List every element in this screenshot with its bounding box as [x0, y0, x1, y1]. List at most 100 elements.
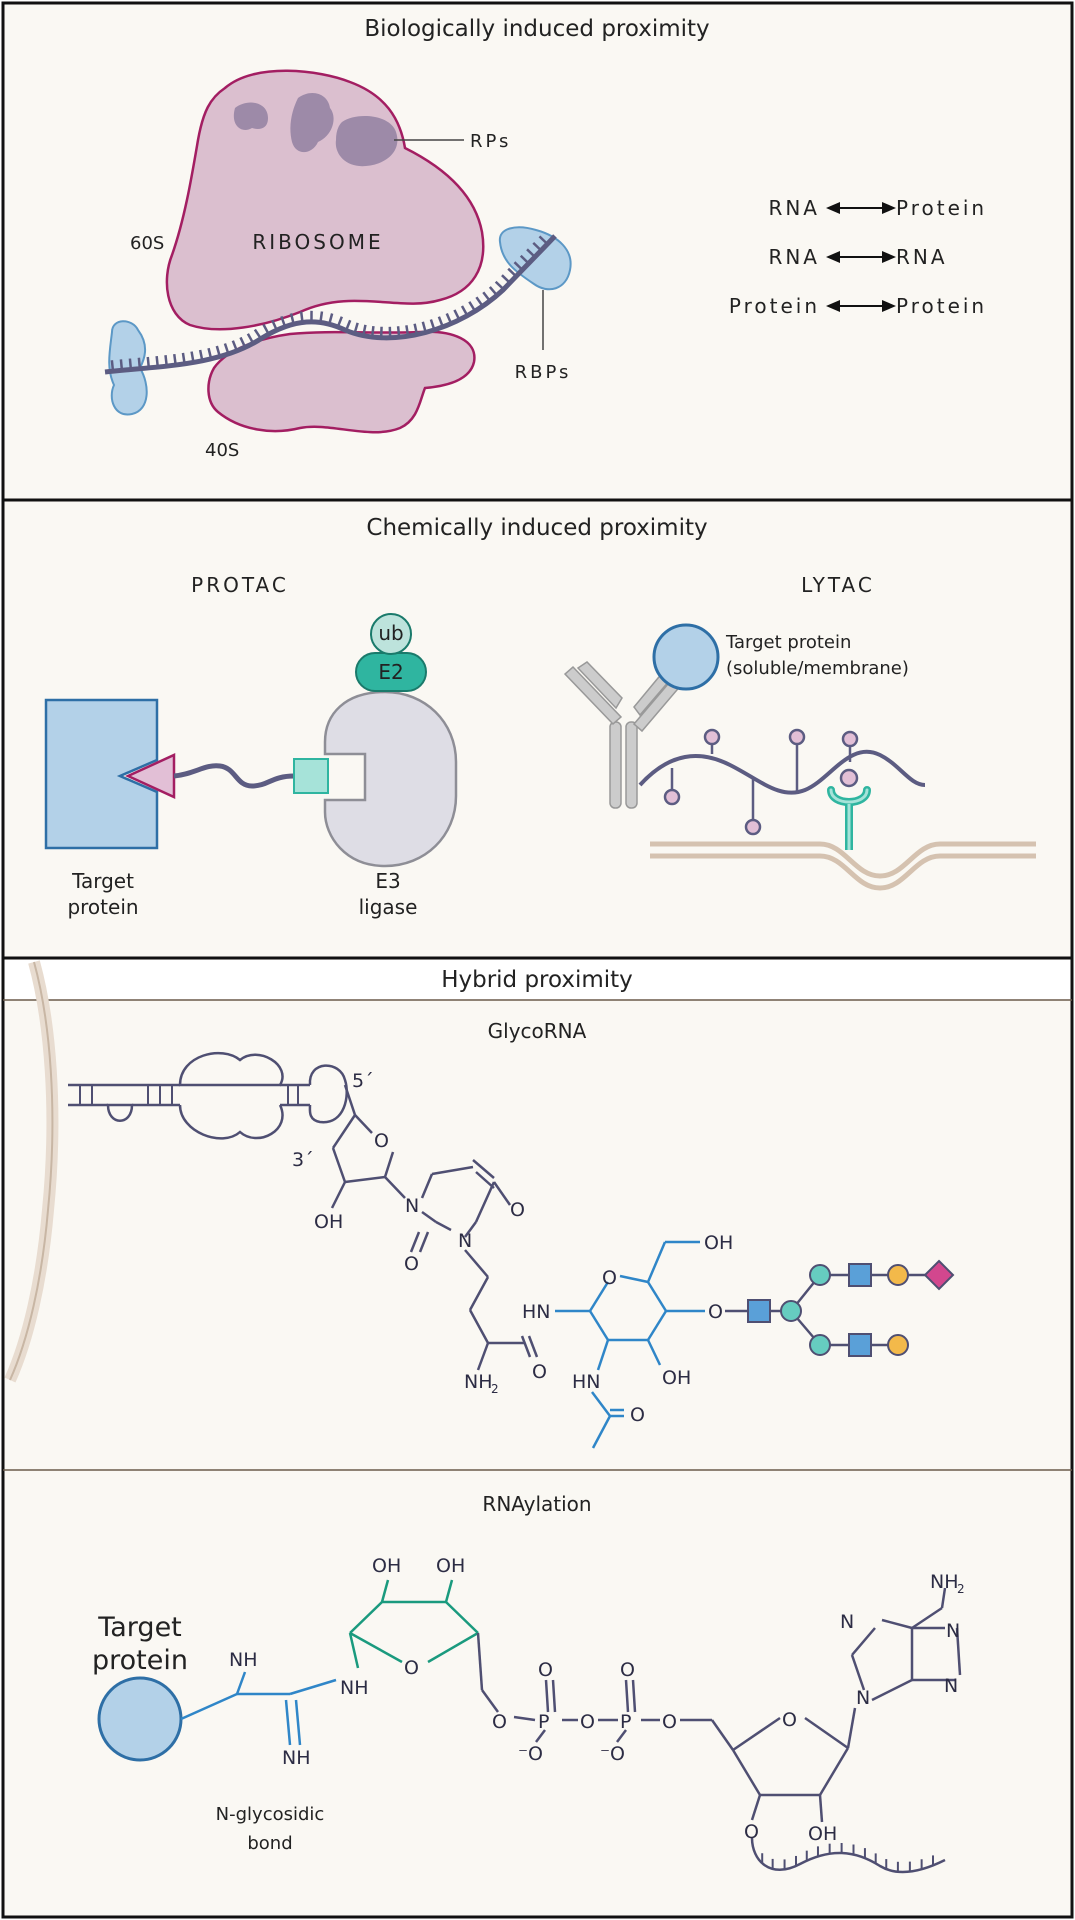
rnaylation-section: RNAylation Target protein N-glycosidic b…	[92, 1492, 965, 1874]
mrna-bases	[110, 235, 549, 372]
protac-linker	[173, 763, 295, 789]
rna-base-tick	[396, 326, 401, 338]
rna-base-tick	[215, 345, 222, 357]
rna-base-tick	[164, 355, 168, 367]
three-prime-label: 3´	[292, 1149, 314, 1171]
rna-base-tick	[246, 333, 255, 344]
interaction-3-left: Protein	[729, 294, 820, 318]
protac-heading: PROTAC	[191, 573, 289, 597]
rnay-nh2: NH	[930, 1571, 959, 1593]
rna-base-tick	[519, 254, 530, 265]
rna-hairpin-basepairs	[79, 1085, 299, 1105]
rnay-ribose-o: O	[782, 1709, 797, 1731]
rnay-n1: N	[946, 1620, 960, 1642]
rnay-ring-o: O	[404, 1657, 419, 1679]
rna-base-tick	[336, 316, 343, 328]
e3-ligase-shape	[323, 690, 458, 868]
rna-base-tick	[460, 305, 469, 317]
rna-base-tick	[155, 355, 160, 368]
rp-blob-3	[335, 116, 398, 167]
rna-base-tick	[453, 309, 461, 321]
rna-base-tick	[239, 336, 247, 348]
rna-base-tick	[146, 356, 151, 369]
label-40s: 40S	[205, 440, 239, 461]
rbps-label: RBPs	[515, 362, 572, 383]
rna-base-tick	[370, 325, 375, 338]
glycan-gal-upper	[887, 1264, 909, 1286]
glycan-glcnac-upper	[848, 1263, 872, 1287]
interaction-2-right: RNA	[896, 245, 948, 269]
glyco-hn-link: HN	[522, 1301, 551, 1323]
rna-base-tick	[289, 313, 295, 325]
rp-blob-1	[233, 102, 268, 130]
panel-hybrid: Hybrid proximity	[4, 960, 633, 1383]
glyco-nh2-subscript: 2	[491, 1382, 499, 1396]
interaction-3-right: Protein	[896, 294, 987, 318]
lytac-target-line2: (soluble/membrane)	[726, 658, 909, 679]
biological-title: Biologically induced proximity	[364, 16, 709, 42]
glycan-chain	[725, 1259, 955, 1357]
interaction-2-left: RNA	[768, 245, 820, 269]
rnaylation-title: RNAylation	[482, 1492, 591, 1516]
rna-base-tick	[271, 319, 278, 331]
rna-base-tick	[353, 322, 359, 334]
ub-label: ub	[378, 621, 403, 645]
glyco-glc-ring-o: O	[602, 1267, 617, 1289]
glycan-glcnac-1	[747, 1299, 771, 1323]
rna-base-tick	[110, 360, 115, 372]
glycan-gal-lower	[887, 1334, 909, 1356]
lytac-target-line1: Target protein	[725, 632, 851, 653]
protac-target-label-line1: Target	[71, 869, 134, 893]
rna-base-tick	[475, 296, 484, 307]
rnaylation-ribose-green	[348, 1579, 479, 1669]
rna-base-tick	[119, 359, 124, 371]
rnay-nh-top: NH	[229, 1649, 258, 1671]
glycorna-structure-blue	[555, 1240, 705, 1449]
rnay-n9: N	[856, 1687, 870, 1709]
rnay-oh-two: OH	[808, 1823, 837, 1845]
rna-base-tick	[468, 301, 477, 312]
rna-base-tick	[280, 315, 287, 328]
five-prime-label: 5´	[352, 1070, 374, 1092]
rna-base-tick	[532, 241, 543, 252]
glycan-man-upper	[809, 1264, 831, 1286]
rnay-o-link2: O	[662, 1711, 677, 1733]
rna-base-tick	[253, 328, 262, 340]
glycorna-section: GlycoRNA 5´ 3´	[68, 1019, 955, 1449]
cell-membrane	[650, 841, 1036, 891]
rnay-p2: P	[620, 1711, 631, 1733]
rnaylation-rna-bases	[761, 1842, 934, 1872]
glyco-n1: N	[405, 1195, 419, 1217]
rnaylation-linker-blue	[180, 1671, 337, 1746]
rnay-o-eq1: O	[538, 1659, 553, 1681]
glyco-nh2: NH	[464, 1371, 493, 1393]
bond-label-line1: N-glycosidic	[216, 1804, 325, 1825]
lytac-target-protein	[652, 623, 720, 691]
glyco-o-top: O	[510, 1199, 525, 1221]
m6pr-receptor	[827, 768, 871, 850]
ribosome-60s-subunit	[165, 69, 485, 331]
rnaylation-target-line2: protein	[92, 1645, 188, 1676]
rna-base-tick	[137, 357, 142, 369]
e2-label: E2	[378, 660, 403, 684]
glyco-oh-sugar: OH	[314, 1211, 343, 1233]
rna-base-tick	[526, 248, 536, 258]
rna-base-tick	[405, 325, 410, 337]
rna-base-tick	[173, 353, 177, 366]
panel-chemical: Chemically induced proximity PROTAC E2 u…	[44, 515, 1036, 919]
glyco-n3: N	[458, 1230, 472, 1252]
glycan-man-lower	[809, 1334, 831, 1356]
rna-base-tick	[198, 349, 204, 362]
rna-base-tick	[421, 321, 427, 333]
rna-base-tick	[362, 324, 367, 336]
rna-base-tick	[482, 291, 491, 302]
rp-blob-2	[290, 93, 334, 153]
rna-base-tick	[319, 311, 324, 323]
rna-base-tick	[507, 267, 517, 278]
rna-base-tick	[413, 323, 419, 335]
rnay-nh-link: NH	[340, 1677, 369, 1699]
rna-base-tick	[437, 316, 444, 328]
ribosome-label: RIBOSOME	[252, 230, 383, 254]
rna-base-tick	[445, 312, 453, 325]
rna-base-tick	[429, 319, 436, 331]
